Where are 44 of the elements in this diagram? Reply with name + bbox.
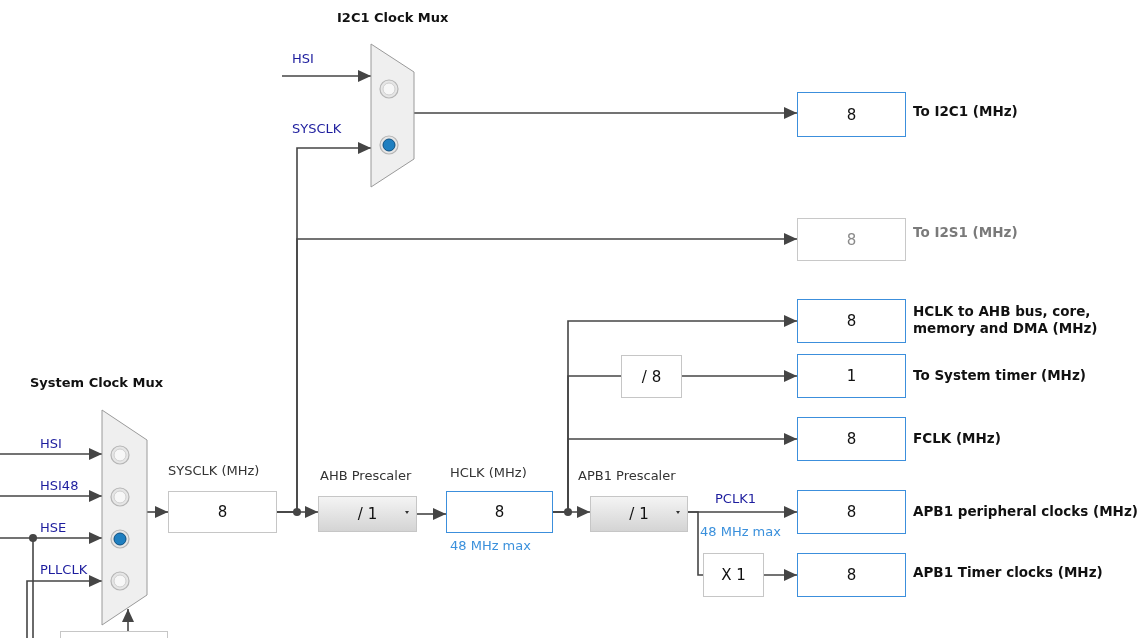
- prescaler-value: / 1: [629, 505, 649, 523]
- output-label: FCLK (MHz): [913, 430, 1001, 447]
- output-label: To I2C1 (MHz): [913, 103, 1018, 120]
- output-label: To System timer (MHz): [913, 367, 1086, 384]
- field-caption: APB1 Prescaler: [578, 468, 676, 485]
- arrow: [763, 569, 798, 581]
- clock-value: 8: [494, 503, 505, 521]
- prescaler-value: / 1: [357, 505, 378, 523]
- output-label: HCLK to AHB bus, core, memory and DMA (MHz): [913, 303, 1099, 337]
- value-box: [703, 553, 764, 597]
- arrow: [416, 508, 447, 520]
- clock-value: 8: [846, 566, 857, 584]
- arrow: [276, 233, 798, 513]
- arrow: [0, 532, 103, 544]
- max-frequency-note: 48 MHz max: [700, 525, 781, 540]
- field-caption: AHB Prescaler: [320, 468, 412, 485]
- arrow: [281, 70, 372, 82]
- clock-value: 8: [846, 430, 857, 448]
- mux-heading: I2C1 Clock Mux: [337, 10, 449, 25]
- arrow: [552, 433, 798, 513]
- arrow: [0, 448, 103, 460]
- clock-value: 8: [846, 105, 857, 124]
- arrow: [681, 370, 798, 382]
- arrow: [26, 575, 103, 638]
- output-label: APB1 peripheral clocks (MHz): [913, 503, 1138, 520]
- clock-value: 8: [846, 503, 857, 521]
- connector-line: [687, 511, 704, 576]
- value-box: [621, 355, 682, 398]
- max-frequency-note: 48 MHz max: [450, 538, 531, 555]
- clock-value: 8: [846, 312, 857, 330]
- arrow: [413, 107, 798, 119]
- output-label: APB1 Timer clocks (MHz): [913, 564, 1103, 581]
- output-label: To I2S1 (MHz): [913, 224, 1018, 241]
- arrow: [0, 490, 103, 502]
- arrow: [122, 608, 134, 632]
- field-caption: HCLK (MHz): [450, 465, 527, 482]
- clock-value: / 8: [641, 367, 662, 386]
- clock-value: 1: [846, 367, 857, 385]
- arrow: [146, 506, 169, 518]
- field-caption: SYSCLK (MHz): [168, 463, 260, 480]
- clock-value: 8: [846, 230, 857, 249]
- mux-heading: System Clock Mux: [30, 375, 164, 390]
- clock-value: 8: [217, 503, 228, 521]
- clock-value: X 1: [721, 566, 746, 584]
